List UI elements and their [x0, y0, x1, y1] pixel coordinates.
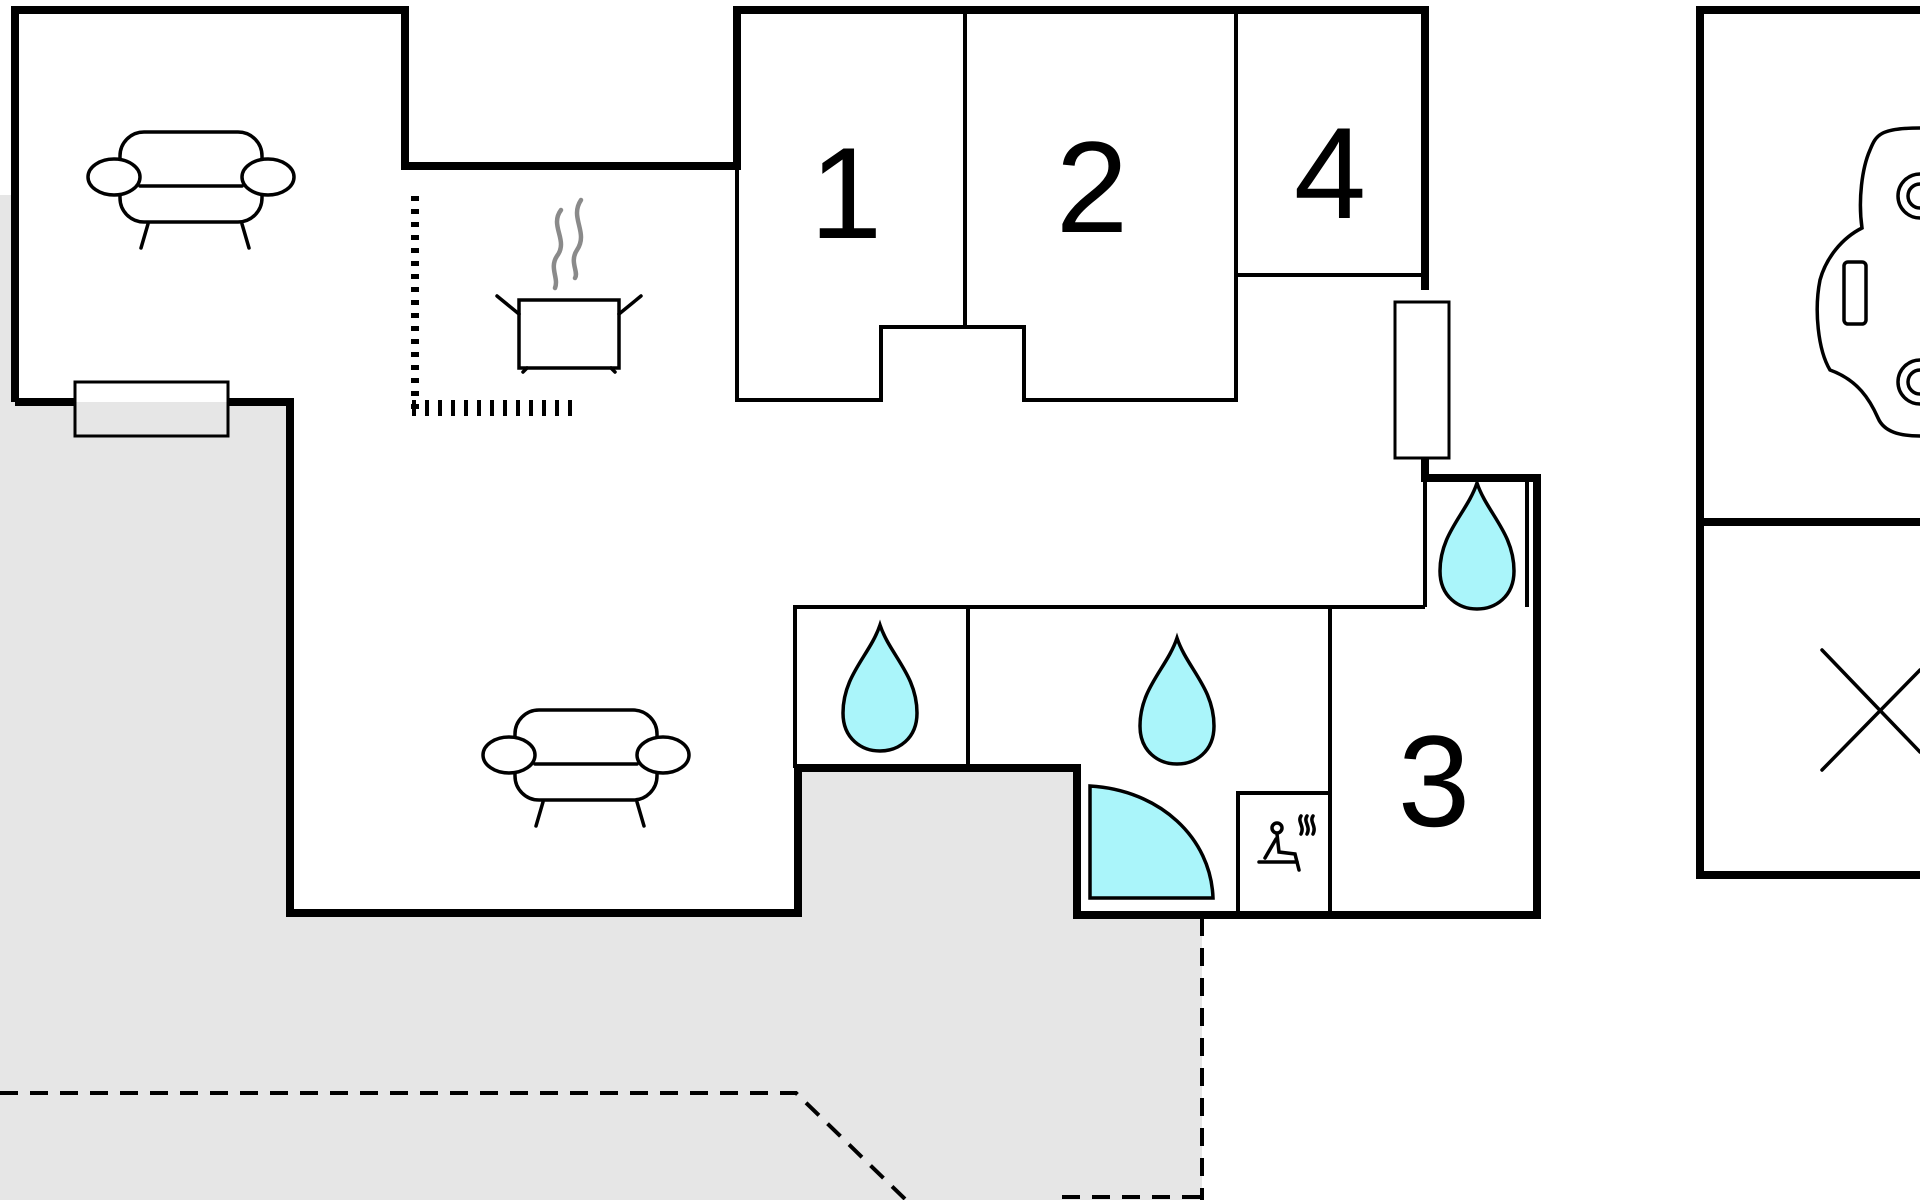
water-drop-icon — [841, 619, 919, 753]
water-drop-icon — [1138, 632, 1216, 766]
water-drop-icon — [1438, 477, 1516, 611]
sauna-icon — [1257, 814, 1316, 872]
room-label-4: 4 — [1294, 100, 1366, 246]
wall-garage — [1696, 6, 1920, 879]
cooking-pot-icon — [495, 197, 643, 374]
room-label-3: 3 — [1398, 708, 1470, 854]
wall-living-north — [11, 6, 1429, 402]
sofa-icon — [481, 708, 691, 828]
cross-icon — [1820, 648, 1920, 772]
wall-sauna — [1236, 791, 1330, 915]
terrace-fill — [0, 195, 1202, 1200]
car-icon — [1815, 126, 1920, 438]
window-east — [1393, 300, 1451, 460]
window-west — [73, 380, 230, 438]
kitchen-counter — [411, 196, 572, 416]
terrace-dashed-edge-bottom — [0, 1091, 908, 1200]
sofa-icon — [86, 130, 296, 250]
room-label-1: 1 — [810, 120, 882, 266]
wall-bathrooms-top — [793, 605, 1425, 768]
room-label-2: 2 — [1056, 114, 1128, 260]
wall-west-lower-2 — [228, 398, 1541, 919]
terrace — [0, 195, 1204, 1200]
shower-quarter-circle-icon — [1088, 784, 1215, 900]
exterior-walls — [11, 6, 1920, 919]
wall-bedroom-1 — [735, 10, 1238, 402]
interior-walls — [735, 10, 1529, 915]
